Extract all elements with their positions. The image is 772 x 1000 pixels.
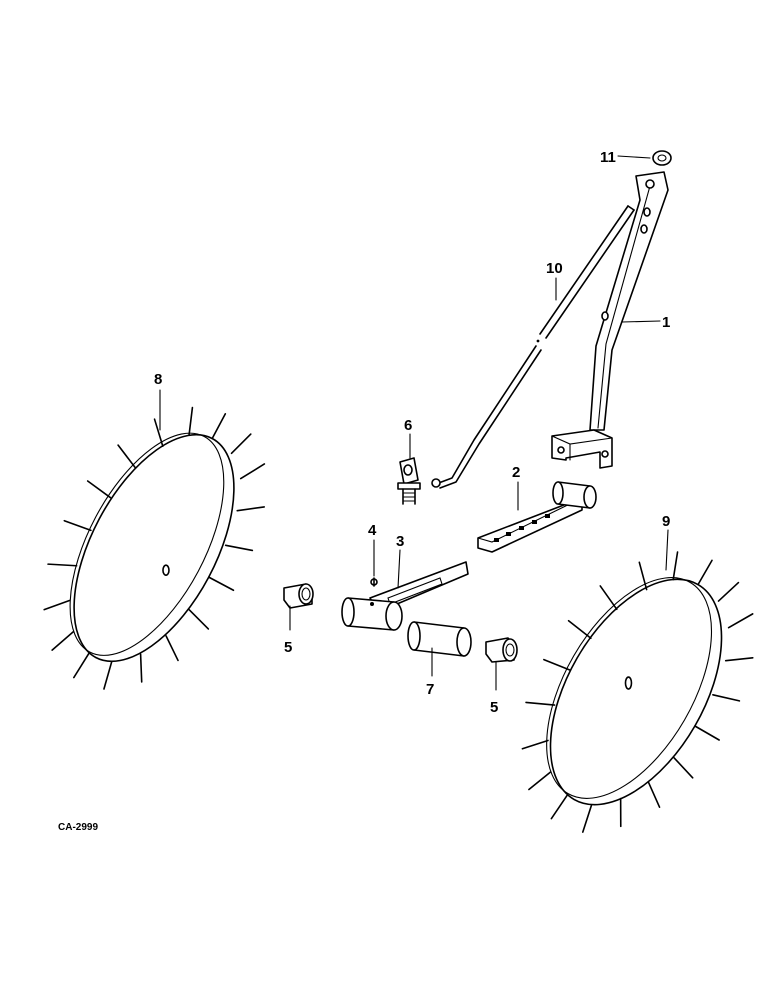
part-10-rod — [431, 205, 635, 489]
callout-6: 6 — [404, 417, 412, 434]
part-5-bushing-left — [283, 583, 314, 609]
part-11-nut — [652, 150, 672, 166]
part-5-bushing-right — [485, 637, 518, 663]
callout-8: 8 — [154, 371, 162, 388]
part-6-eye-bolt — [397, 457, 421, 505]
part-9-spiked-wheel — [521, 551, 754, 833]
leader-9 — [665, 529, 669, 571]
part-1-standard — [551, 171, 669, 469]
callout-5-right: 5 — [490, 699, 498, 716]
leader-3 — [397, 549, 401, 589]
callout-9: 9 — [662, 513, 670, 530]
part-3-bracket — [341, 561, 469, 631]
leader-11 — [617, 155, 651, 159]
part-2-bracket — [477, 481, 597, 553]
part-8-spiked-wheel — [43, 406, 266, 690]
callout-3: 3 — [396, 533, 404, 550]
callout-11: 11 — [600, 149, 616, 166]
callout-7: 7 — [426, 681, 434, 698]
callout-2: 2 — [512, 464, 520, 481]
part-4-pin — [370, 577, 378, 587]
figure-code: CA-2999 — [58, 822, 98, 833]
part-7-spacer — [407, 621, 472, 657]
callout-1: 1 — [662, 314, 670, 331]
callout-5-left: 5 — [284, 639, 292, 656]
callout-10: 10 — [546, 260, 563, 277]
leader-1 — [621, 320, 661, 323]
callout-4: 4 — [368, 522, 377, 539]
